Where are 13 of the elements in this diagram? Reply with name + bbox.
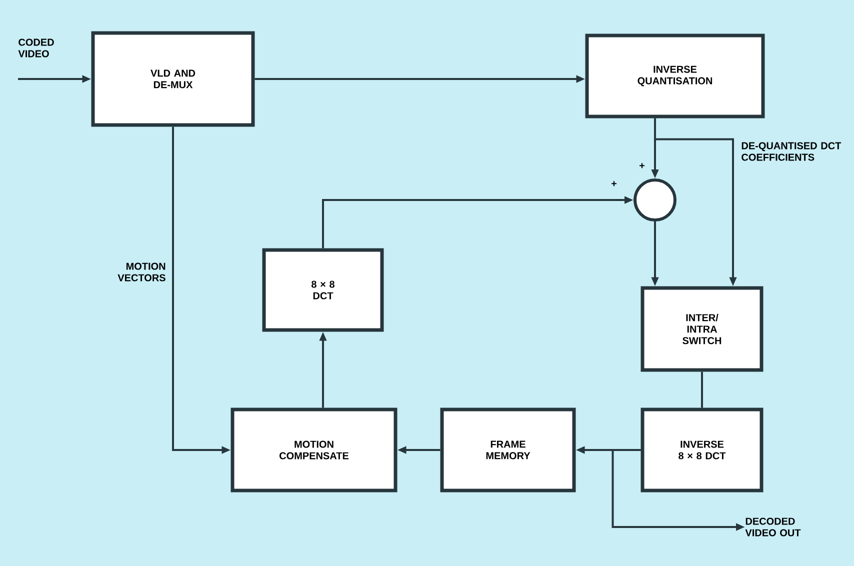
process-box: INTER/ INTRA SWITCH xyxy=(640,286,764,372)
plus-sign: + xyxy=(640,163,645,168)
input-label: CODED VIDEO xyxy=(18,38,54,58)
process-box: VLD AND DE-MUX xyxy=(91,31,255,127)
process-box: FRAME MEMORY xyxy=(440,408,576,492)
plus-sign: + xyxy=(612,181,617,186)
edge-label: MOTION VECTORS xyxy=(118,262,166,282)
process-box: 8 × 8 DCT xyxy=(262,248,384,332)
process-box: INVERSE QUANTISATION xyxy=(585,34,765,118)
output-label: DECODED VIDEO OUT xyxy=(745,518,801,536)
process-box: INVERSE 8 × 8 DCT xyxy=(640,408,764,492)
process-box: MOTION COMPENSATE xyxy=(230,408,398,492)
signal-label: DE-QUANTISED DCT COEFFICIENTS xyxy=(742,142,842,161)
